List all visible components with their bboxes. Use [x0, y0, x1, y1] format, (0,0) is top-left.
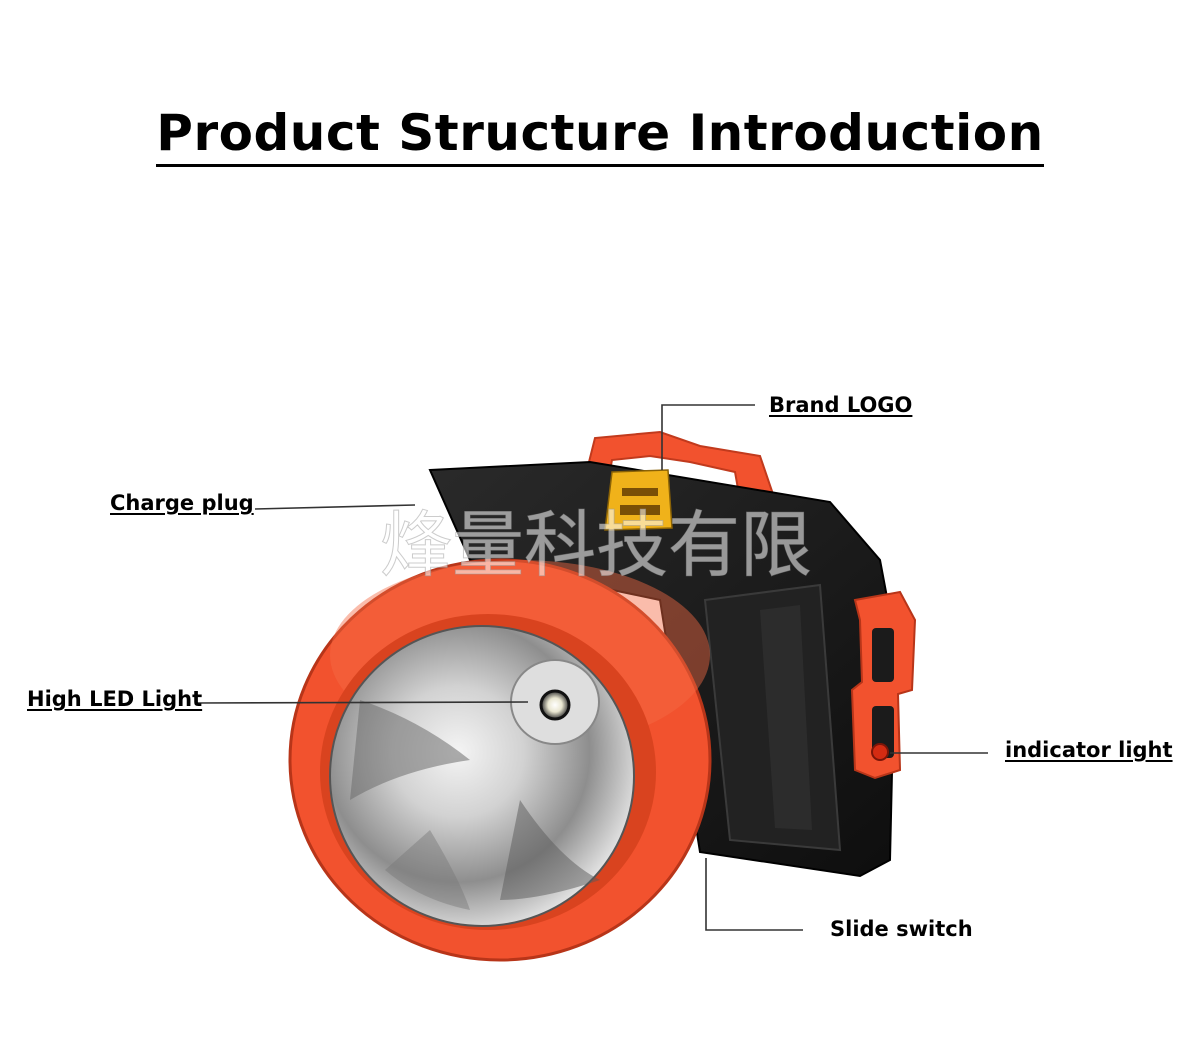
page-title: Product Structure Introduction: [0, 104, 1200, 167]
reflector: [329, 625, 635, 927]
label-high-led-light: High LED Light: [27, 687, 203, 711]
led-module: [510, 659, 600, 745]
leader-brand-logo: [661, 404, 755, 470]
leader-lines: [195, 404, 988, 931]
label-brand-logo: Brand LOGO: [769, 393, 913, 417]
label-slide-switch: Slide switch: [830, 917, 973, 941]
label-charge-plug: Charge plug: [110, 491, 254, 515]
headband-clip-side: [850, 590, 917, 780]
page-title-text: Product Structure Introduction: [156, 104, 1044, 167]
leader-charge-plug: [254, 504, 416, 510]
watermark-text: 烽量科技有限: [380, 503, 812, 587]
indicator-light: [871, 743, 889, 761]
leader-high-led: [195, 701, 529, 704]
brand-logo-sticker: [604, 469, 673, 531]
leader-slide-switch: [705, 858, 803, 931]
label-indicator-light: indicator light: [1005, 738, 1173, 762]
